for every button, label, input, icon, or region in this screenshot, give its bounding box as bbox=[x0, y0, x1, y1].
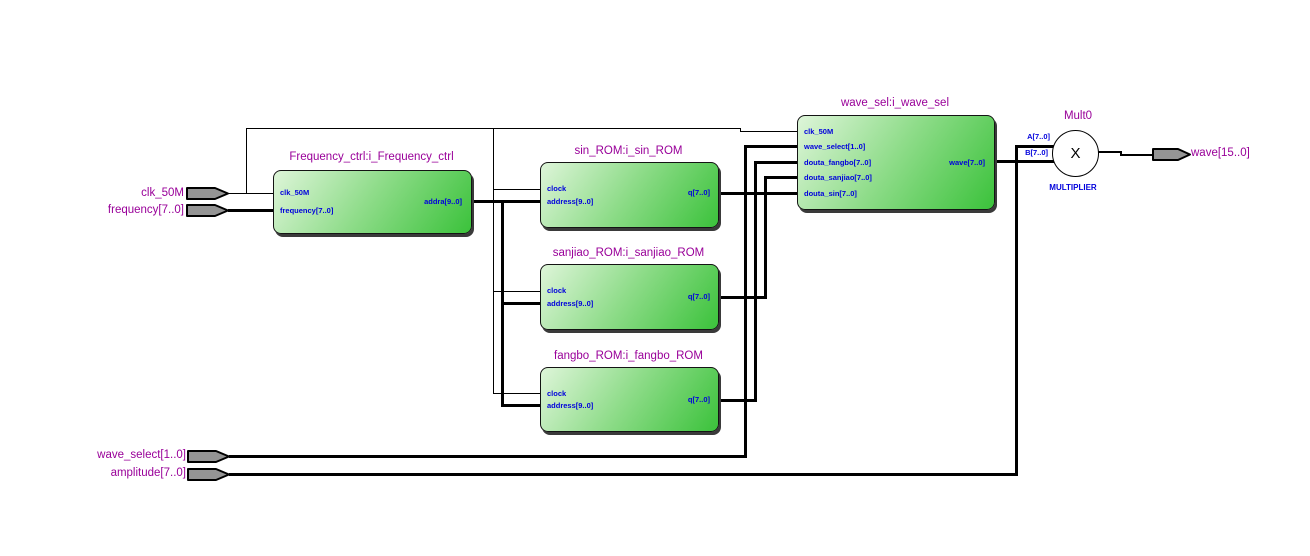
input-pin-frequency-label: frequency[7..0] bbox=[107, 204, 184, 216]
wire-clock-sanjiao bbox=[493, 291, 540, 292]
wire-clock-fangbo bbox=[493, 393, 540, 394]
port-sanjiao-address: address[9..0] bbox=[547, 299, 594, 308]
multiplier-kind-label: MULTIPLIER bbox=[1049, 183, 1097, 192]
wire-amplitude-bus bbox=[229, 473, 1017, 476]
multiplier-op: X bbox=[1070, 145, 1081, 162]
wire-waveselect-bus bbox=[229, 455, 746, 458]
wire-sinq-to-doutasin bbox=[717, 192, 797, 195]
input-pin-amplitude-label: amplitude[7..0] bbox=[110, 467, 186, 479]
wire-frequency-bus bbox=[228, 209, 273, 212]
wire-addra-bus bbox=[470, 200, 540, 203]
block-fangbo-rom-title: fangbo_ROM:i_fangbo_ROM bbox=[554, 350, 703, 362]
wire-amplitude-vertical bbox=[1015, 145, 1018, 476]
wire-sanjiaoq-bus bbox=[717, 296, 767, 299]
port-frequency: frequency[7..0] bbox=[280, 206, 334, 215]
wire-waveselect-vertical bbox=[744, 145, 747, 458]
wire-clock-dist-vertical bbox=[493, 128, 494, 394]
wire-clk-riser bbox=[246, 128, 247, 194]
port-wavesel-douta-sanjiao: douta_sanjiao[7..0] bbox=[804, 173, 872, 182]
wire-douta-sanjiao-stub bbox=[764, 176, 797, 179]
wire-waveselect-stub bbox=[744, 145, 797, 148]
port-fangbo-q: q[7..0] bbox=[687, 395, 710, 404]
port-clk-50m: clk_50M bbox=[280, 188, 310, 197]
port-addra: addra[9..0] bbox=[424, 197, 462, 206]
wire-mult-out-2 bbox=[1120, 154, 1154, 156]
block-frequency-ctrl[interactable] bbox=[273, 170, 472, 234]
port-fangbo-address: address[9..0] bbox=[547, 401, 594, 410]
wire-mult-out-1 bbox=[1097, 151, 1122, 153]
block-frequency-ctrl-title: Frequency_ctrl:i_Frequency_ctrl bbox=[289, 151, 454, 163]
input-pin-clk[interactable] bbox=[186, 187, 230, 205]
input-pin-amplitude[interactable] bbox=[187, 468, 231, 486]
wire-mult-out-jog bbox=[1120, 151, 1122, 156]
block-sin-rom[interactable] bbox=[540, 162, 719, 228]
port-sanjiao-clock: clock bbox=[547, 286, 567, 295]
wire-address-fangbo bbox=[501, 404, 540, 407]
output-pin-wave-label: wave[15..0] bbox=[1191, 147, 1250, 159]
wire-fangboq-vertical bbox=[754, 161, 757, 402]
port-wavesel-wave: wave[7..0] bbox=[949, 158, 985, 167]
output-pin-wave[interactable] bbox=[1152, 148, 1192, 166]
wire-address-sanjiao bbox=[501, 302, 540, 305]
input-pin-icon bbox=[186, 204, 229, 217]
wire-mult-a bbox=[1015, 145, 1057, 148]
wire-fangboq-bus bbox=[717, 399, 757, 402]
block-sanjiao-rom-title: sanjiao_ROM:i_sanjiao_ROM bbox=[552, 247, 705, 259]
port-sin-address: address[9..0] bbox=[547, 197, 594, 206]
port-wavesel-clk: clk_50M bbox=[804, 127, 834, 136]
block-sin-rom-title: sin_ROM:i_sin_ROM bbox=[574, 145, 683, 157]
port-wavesel-douta-sin: douta_sin[7..0] bbox=[804, 189, 857, 198]
port-wavesel-douta-fangbo: douta_fangbo[7..0] bbox=[804, 158, 872, 167]
input-pin-frequency[interactable] bbox=[186, 204, 230, 222]
multiplier-input-a-label: A[7..0] bbox=[1027, 132, 1050, 141]
output-pin-icon bbox=[1152, 148, 1191, 161]
input-pin-icon bbox=[187, 468, 230, 481]
port-wavesel-select: wave_select[1..0] bbox=[804, 142, 866, 151]
block-wave-sel-title: wave_sel:i_wave_sel bbox=[840, 97, 950, 109]
wire-mult-b bbox=[993, 160, 1057, 163]
port-fangbo-clock: clock bbox=[547, 389, 567, 398]
wire-sanjiaoq-vertical bbox=[764, 176, 767, 299]
multiplier-symbol[interactable]: X bbox=[1052, 130, 1099, 177]
wire-douta-fangbo-stub bbox=[754, 161, 797, 164]
port-sin-clock: clock bbox=[547, 184, 567, 193]
wire-clk-pin bbox=[228, 193, 273, 194]
input-pin-waveselect[interactable] bbox=[187, 450, 231, 468]
multiplier-title: Mult0 bbox=[1063, 110, 1093, 122]
input-pin-icon bbox=[187, 450, 230, 463]
wire-clk-jog bbox=[740, 128, 741, 132]
port-sin-q: q[7..0] bbox=[687, 188, 710, 197]
port-sanjiao-q: q[7..0] bbox=[687, 292, 710, 301]
input-pin-icon bbox=[186, 187, 229, 200]
input-pin-waveselect-label: wave_select[1..0] bbox=[97, 449, 186, 461]
wire-clk-to-wavesel bbox=[740, 131, 797, 132]
wire-clock-sin bbox=[493, 189, 540, 190]
multiplier-input-b-label: B[7..0] bbox=[1025, 148, 1048, 157]
input-pin-clk-label: clk_50M bbox=[141, 187, 184, 199]
block-fangbo-rom[interactable] bbox=[540, 367, 719, 432]
block-wave-sel[interactable] bbox=[797, 115, 995, 210]
block-sanjiao-rom[interactable] bbox=[540, 264, 719, 330]
